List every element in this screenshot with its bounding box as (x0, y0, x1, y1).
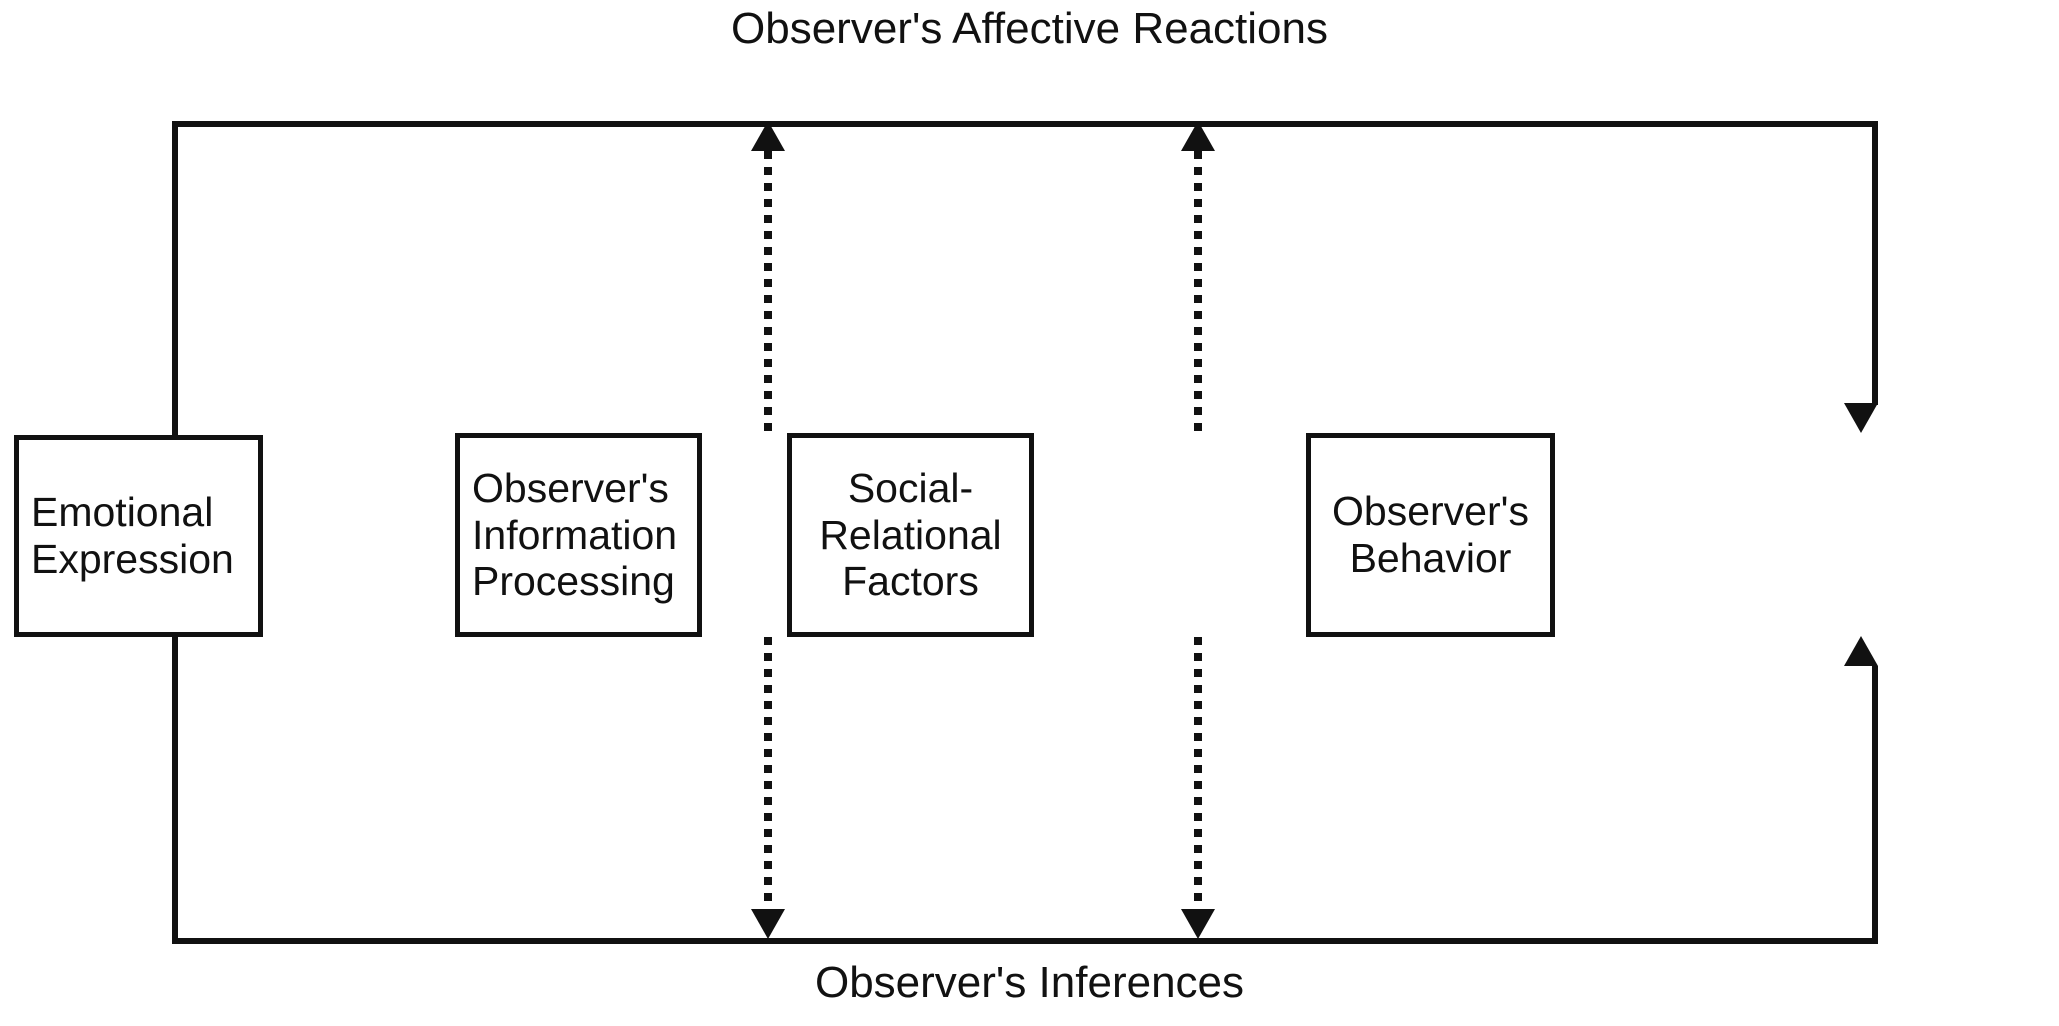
dotted-line-social-relational-lower (1194, 637, 1202, 909)
node-emotional-expression[interactable]: Emotional Expression (14, 435, 263, 637)
arrow-into-behavior-top-icon (1844, 403, 1878, 433)
arrow-into-behavior-bottom-icon (1844, 636, 1878, 666)
dotted-line-social-relational-upper (1194, 151, 1202, 435)
top-rail-horizontal (172, 121, 1878, 127)
bottom-rail-horizontal (172, 938, 1878, 944)
dotted-arrow-down-info-processing-icon (751, 909, 785, 939)
diagram-bottom-label: Observer's Inferences (814, 958, 1245, 1007)
right-rail-lower-vertical (1872, 666, 1878, 944)
node-social-relational-factors-label: Social- Relational Factors (819, 464, 1002, 605)
node-observers-information-processing[interactable]: Observer's Information Processing (455, 433, 702, 637)
node-observers-behavior-label: Observer's Behavior (1332, 488, 1529, 581)
left-rail-upper-vertical (172, 121, 178, 439)
dotted-line-info-processing-upper (764, 151, 772, 435)
right-rail-upper-vertical (1872, 121, 1878, 405)
node-observers-information-processing-label: Observer's Information Processing (472, 464, 678, 605)
dotted-arrow-up-info-processing-icon (751, 121, 785, 151)
node-emotional-expression-label: Emotional Expression (31, 489, 234, 582)
dotted-arrow-down-social-relational-icon (1181, 909, 1215, 939)
left-rail-lower-vertical (172, 632, 178, 944)
node-social-relational-factors[interactable]: Social- Relational Factors (787, 433, 1034, 637)
node-observers-behavior[interactable]: Observer's Behavior (1306, 433, 1555, 637)
dotted-line-info-processing-lower (764, 637, 772, 909)
dotted-arrow-up-social-relational-icon (1181, 121, 1215, 151)
diagram-title: Observer's Affective Reactions (731, 4, 1328, 53)
